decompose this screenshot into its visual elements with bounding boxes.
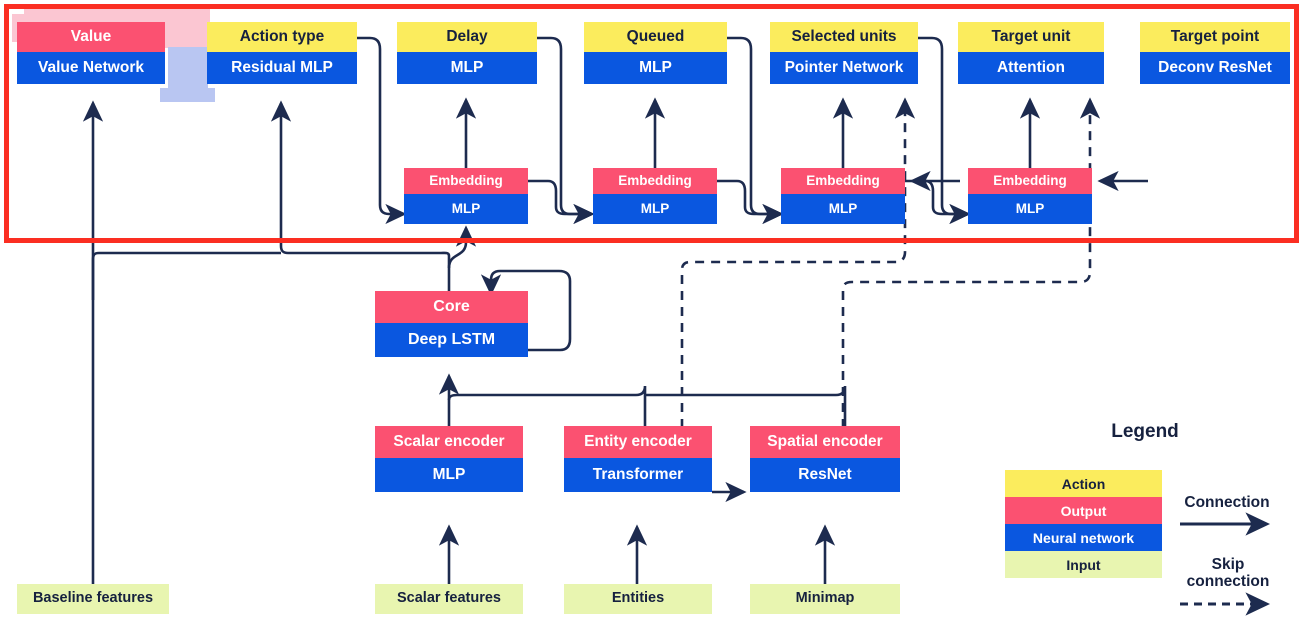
node-scalar-encoder[interactable]: Scalar encoder MLP [375,426,523,492]
node-embedding-2-bottom: MLP [593,194,717,224]
node-spatial-encoder-bottom: ResNet [750,458,900,492]
node-baseline-features[interactable]: Baseline features [17,584,169,614]
node-embedding-3-bottom: MLP [781,194,905,224]
node-baseline-features-label: Baseline features [17,584,169,614]
node-target-point-bottom: Deconv ResNet [1140,52,1290,84]
legend-title: Legend [1111,421,1179,442]
node-target-unit-bottom: Attention [958,52,1104,84]
node-target-unit[interactable]: Target unit Attention [958,22,1104,84]
node-value[interactable]: Value Value Network [17,22,165,84]
node-delay-bottom: MLP [397,52,537,84]
node-embedding-3[interactable]: Embedding MLP [781,168,905,224]
selection-halo-blue-2 [160,88,215,102]
node-entity-encoder[interactable]: Entity encoder Transformer [564,426,712,492]
node-core[interactable]: Core Deep LSTM [375,291,528,357]
node-queued[interactable]: Queued MLP [584,22,727,84]
node-embedding-4-bottom: MLP [968,194,1092,224]
node-entity-encoder-bottom: Transformer [564,458,712,492]
wire-embedding3-to-embedding4 [905,179,971,225]
node-embedding-3-top: Embedding [781,168,905,194]
node-value-bottom: Value Network [17,52,165,84]
node-minimap-label: Minimap [750,584,900,614]
node-delay-top: Delay [397,22,537,52]
node-action-type[interactable]: Action type Residual MLP [207,22,357,84]
wire-embedding2-to-embedding3 [717,179,784,225]
node-embedding-4-top: Embedding [968,168,1092,194]
legend-swatch-stack: Action Output Neural network Input [1005,470,1162,578]
legend-swatch-output: Output [1005,497,1162,524]
node-spatial-encoder-top: Spatial encoder [750,426,900,458]
node-selected-units-top: Selected units [770,22,918,52]
node-minimap[interactable]: Minimap [750,584,900,614]
wire-core-to-residual-mlp [270,100,451,262]
wire-encoders-bus-spatial [645,385,847,428]
node-scalar-features-label: Scalar features [375,584,523,614]
node-scalar-encoder-top: Scalar encoder [375,426,523,458]
node-embedding-1[interactable]: Embedding MLP [404,168,528,224]
legend-skip-connection-label: Skip connection [1186,556,1270,591]
skip-entity-to-attention [680,97,916,428]
node-embedding-2-top: Embedding [593,168,717,194]
node-action-type-bottom: Residual MLP [207,52,357,84]
node-scalar-features[interactable]: Scalar features [375,584,523,614]
node-delay[interactable]: Delay MLP [397,22,537,84]
node-selected-units[interactable]: Selected units Pointer Network [770,22,918,84]
legend-swatch-input: Input [1005,551,1162,578]
wire-core-recurrent [480,269,572,352]
wire-encoders-bus-entity [447,385,647,428]
node-selected-units-bottom: Pointer Network [770,52,918,84]
node-target-point-top: Target point [1140,22,1290,52]
legend-swatch-neural-network: Neural network [1005,524,1162,551]
node-scalar-encoder-bottom: MLP [375,458,523,492]
wire-core-left-rail [91,251,281,300]
wire-embedding1-to-embedding2 [528,179,595,225]
legend-swatch-action: Action [1005,470,1162,497]
node-entities[interactable]: Entities [564,584,712,614]
node-embedding-2[interactable]: Embedding MLP [593,168,717,224]
node-core-top: Core [375,291,528,323]
node-target-unit-top: Target unit [958,22,1104,52]
node-queued-bottom: MLP [584,52,727,84]
node-entities-label: Entities [564,584,712,614]
node-core-bottom: Deep LSTM [375,323,528,357]
node-action-type-top: Action type [207,22,357,52]
node-embedding-1-bottom: MLP [404,194,528,224]
skip-spatial-to-deconv [841,97,1101,428]
node-value-top: Value [17,22,165,52]
node-entity-encoder-top: Entity encoder [564,426,712,458]
node-spatial-encoder[interactable]: Spatial encoder ResNet [750,426,900,492]
node-embedding-4[interactable]: Embedding MLP [968,168,1092,224]
node-target-point[interactable]: Target point Deconv ResNet [1140,22,1290,84]
node-embedding-1-top: Embedding [404,168,528,194]
node-queued-top: Queued [584,22,727,52]
wire-actiontype-to-embedding1 [357,36,407,225]
wire-core-to-embedding1 [447,225,477,269]
legend-connection-label: Connection [1184,494,1270,511]
